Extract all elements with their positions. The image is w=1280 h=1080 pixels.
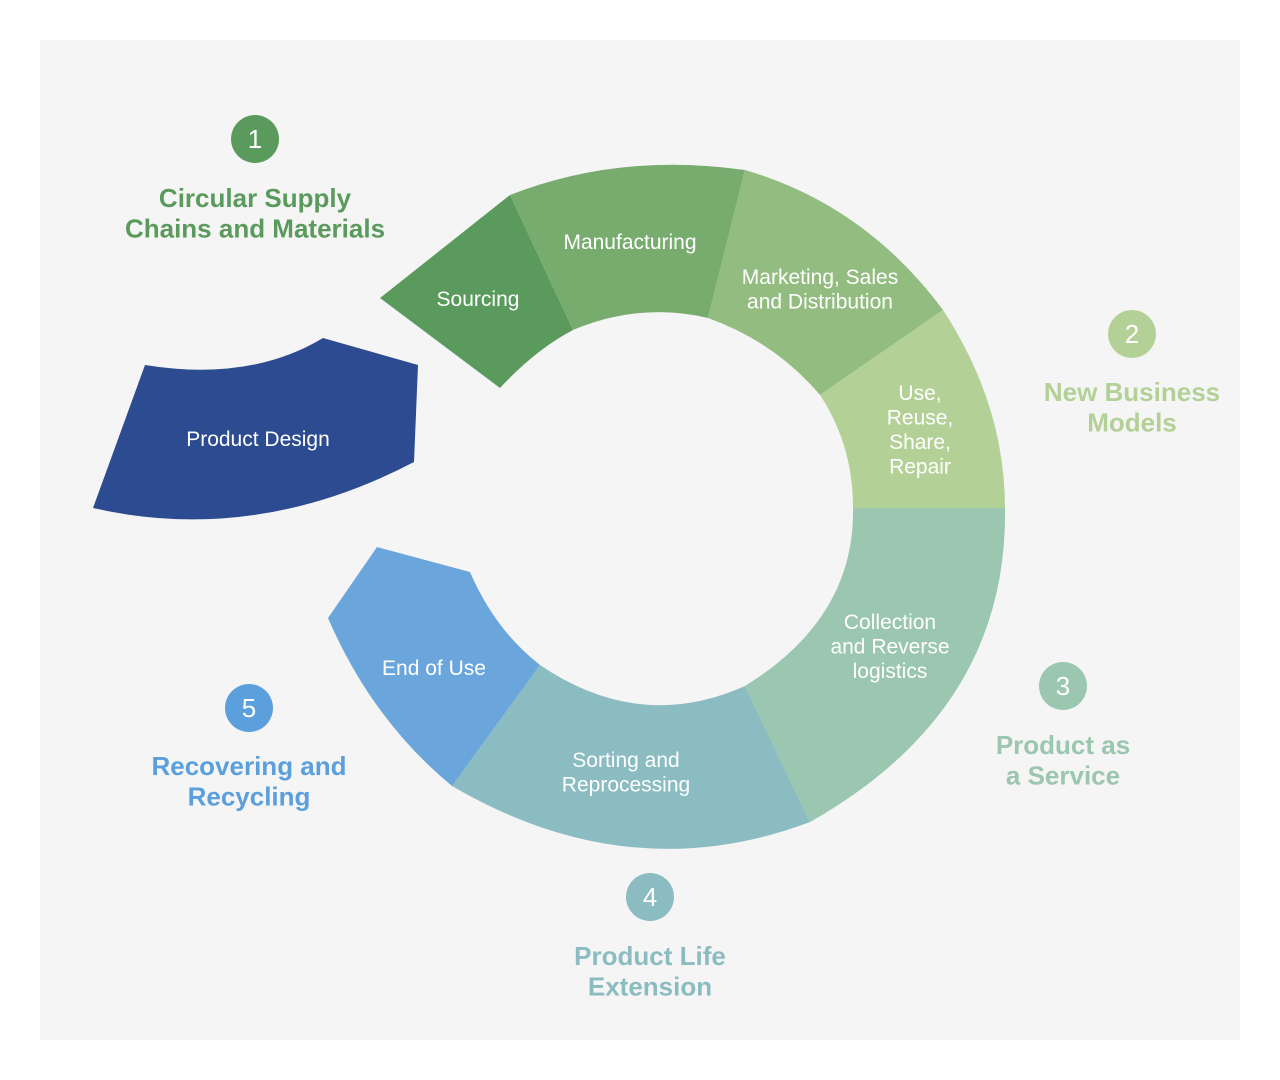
segment-collection[interactable] xyxy=(745,508,1006,822)
segment-label-collection-line-2: and Reverse xyxy=(830,636,949,659)
group-2-badge: 2 xyxy=(1108,310,1156,358)
group-3-heading-line-1: Product as xyxy=(996,730,1130,760)
segment-end-of-use[interactable] xyxy=(328,547,540,786)
group-1-badge: 1 xyxy=(231,115,279,163)
segment-label-use-line-4: Repair xyxy=(889,456,951,479)
group-2-heading-line-1: New Business xyxy=(1044,377,1220,407)
segment-label-end-of-use-line-1: End of Use xyxy=(382,657,486,680)
group-1-number: 1 xyxy=(248,124,262,154)
segment-label-marketing-line-2: and Distribution xyxy=(747,291,893,314)
segment-label-product-design-line-1: Product Design xyxy=(186,428,330,451)
group-4-heading-line-2: Extension xyxy=(588,972,712,1002)
segment-label-collection-line-1: Collection xyxy=(844,611,936,634)
segment-label-use-line-2: Reuse, xyxy=(887,407,954,430)
segment-label-sourcing: Sourcing xyxy=(437,288,520,311)
group-2-number: 2 xyxy=(1125,319,1139,349)
group-5-number: 5 xyxy=(242,693,256,723)
segment-marketing[interactable] xyxy=(708,170,943,395)
group-2-heading-line-2: Models xyxy=(1087,408,1177,438)
segment-label-end-of-use: End of Use xyxy=(382,657,486,680)
segment-label-use-line-3: Share, xyxy=(889,431,951,454)
group-5-heading-line-1: Recovering and xyxy=(151,751,346,781)
group-3-badge: 3 xyxy=(1039,662,1087,710)
segment-sourcing[interactable] xyxy=(380,195,573,388)
group-1-heading-line-1: Circular Supply xyxy=(159,183,352,213)
segment-sorting[interactable] xyxy=(452,665,810,849)
segment-label-manufacturing-line-1: Manufacturing xyxy=(563,231,696,254)
group-3-heading-line-2: a Service xyxy=(1006,761,1120,791)
segment-label-use: Use,Reuse,Share,Repair xyxy=(887,382,954,479)
segment-label-manufacturing: Manufacturing xyxy=(563,231,696,254)
group-4-number: 4 xyxy=(643,882,657,912)
group-1-heading-line-2: Chains and Materials xyxy=(125,214,385,244)
segment-label-product-design: Product Design xyxy=(186,428,330,451)
segment-use[interactable] xyxy=(820,310,1005,508)
group-3-number: 3 xyxy=(1056,671,1070,701)
segment-label-marketing-line-1: Marketing, Sales xyxy=(742,266,898,289)
segment-label-sourcing-line-1: Sourcing xyxy=(437,288,520,311)
segment-label-sorting-line-2: Reprocessing xyxy=(562,774,690,797)
segment-label-sorting-line-1: Sorting and xyxy=(572,749,679,772)
segment-manufacturing[interactable] xyxy=(510,164,745,330)
segment-product-design[interactable] xyxy=(93,338,418,520)
group-5-heading-line-2: Recycling xyxy=(188,782,311,812)
group-5-badge: 5 xyxy=(225,684,273,732)
segment-label-collection-line-3: logistics xyxy=(853,660,928,683)
group-4-badge: 4 xyxy=(626,873,674,921)
group-4-heading-line-1: Product Life xyxy=(574,941,726,971)
segment-label-use-line-1: Use, xyxy=(898,382,941,405)
